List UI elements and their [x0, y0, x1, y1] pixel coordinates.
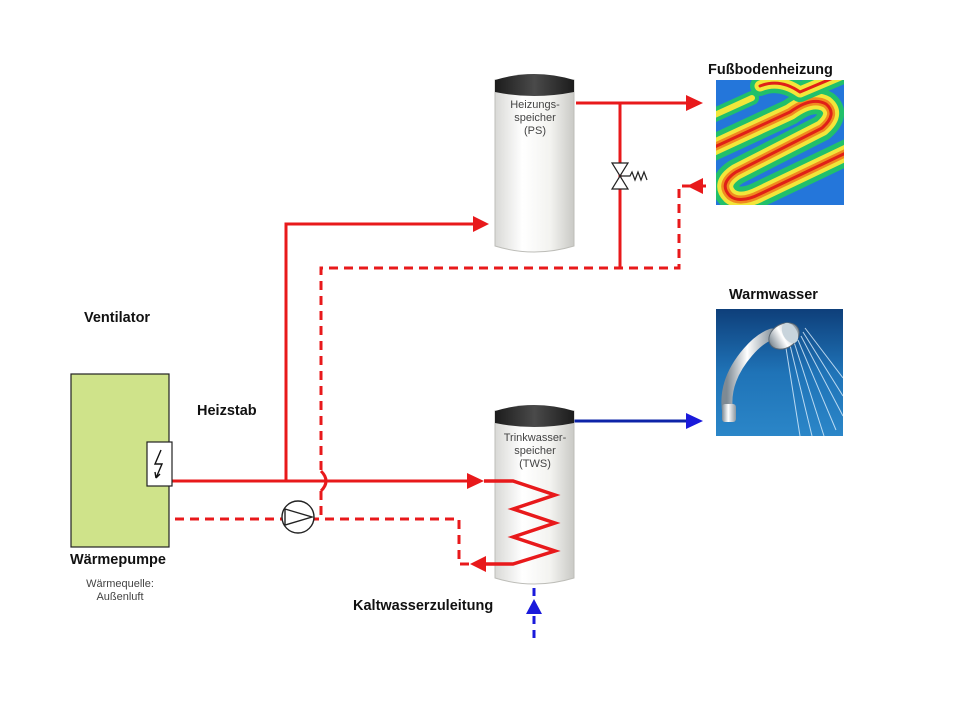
return-pipes	[172, 184, 706, 566]
heating-storage-line2: speicher	[514, 112, 556, 124]
arrow-cold-water	[526, 599, 542, 614]
heating-rod-label: Heizstab	[197, 403, 257, 419]
floor-heating-label: Fußbodenheizung	[708, 62, 833, 78]
supply-pipes	[172, 101, 690, 483]
floor-heating-image	[716, 80, 844, 205]
drinking-water-tank	[494, 405, 575, 585]
arrow-from-tws	[470, 556, 486, 572]
heat-pump-label: Wärmepumpe	[70, 552, 166, 568]
drinking-water-storage-line2: speicher	[514, 445, 556, 457]
heating-storage-line1: Heizungs-	[510, 99, 560, 111]
heating-storage-label: Heizungs- speicher (PS)	[495, 99, 575, 138]
drinking-water-storage-line1: Trinkwasser-	[503, 432, 567, 444]
warm-water-label: Warmwasser	[729, 287, 818, 303]
overflow-valve-icon	[610, 162, 648, 190]
circulation-pump-icon	[281, 500, 315, 534]
arrow-to-tws	[467, 473, 484, 489]
heating-storage-line3: (PS)	[524, 125, 546, 137]
heat-source-label: Wärmequelle: Außenluft	[70, 578, 170, 604]
heating-storage-tank	[494, 74, 575, 253]
heat-source-line1: Wärmequelle:	[86, 578, 154, 590]
heat-source-line2: Außenluft	[96, 591, 144, 603]
arrow-from-floor-heating	[687, 178, 703, 194]
supply-riser-to-ps	[284, 222, 478, 481]
fan-label: Ventilator	[84, 310, 151, 326]
pipe-crossover	[319, 469, 328, 493]
drinking-water-storage-label: Trinkwasser- speicher (TWS)	[493, 432, 577, 471]
shower-head-icon	[716, 309, 843, 436]
arrow-to-shower	[686, 413, 703, 429]
tws-heat-exchanger-coil	[484, 479, 561, 566]
return-from-tws	[321, 517, 484, 566]
arrow-to-floor-heating	[686, 95, 703, 111]
return-to-heat-pump	[172, 491, 323, 521]
cold-water-supply-label: Kaltwasserzuleitung	[353, 598, 494, 614]
arrow-to-ps	[473, 216, 489, 232]
drinking-water-storage-line3: (TWS)	[519, 458, 551, 470]
lightning-bolt-icon	[146, 441, 173, 487]
